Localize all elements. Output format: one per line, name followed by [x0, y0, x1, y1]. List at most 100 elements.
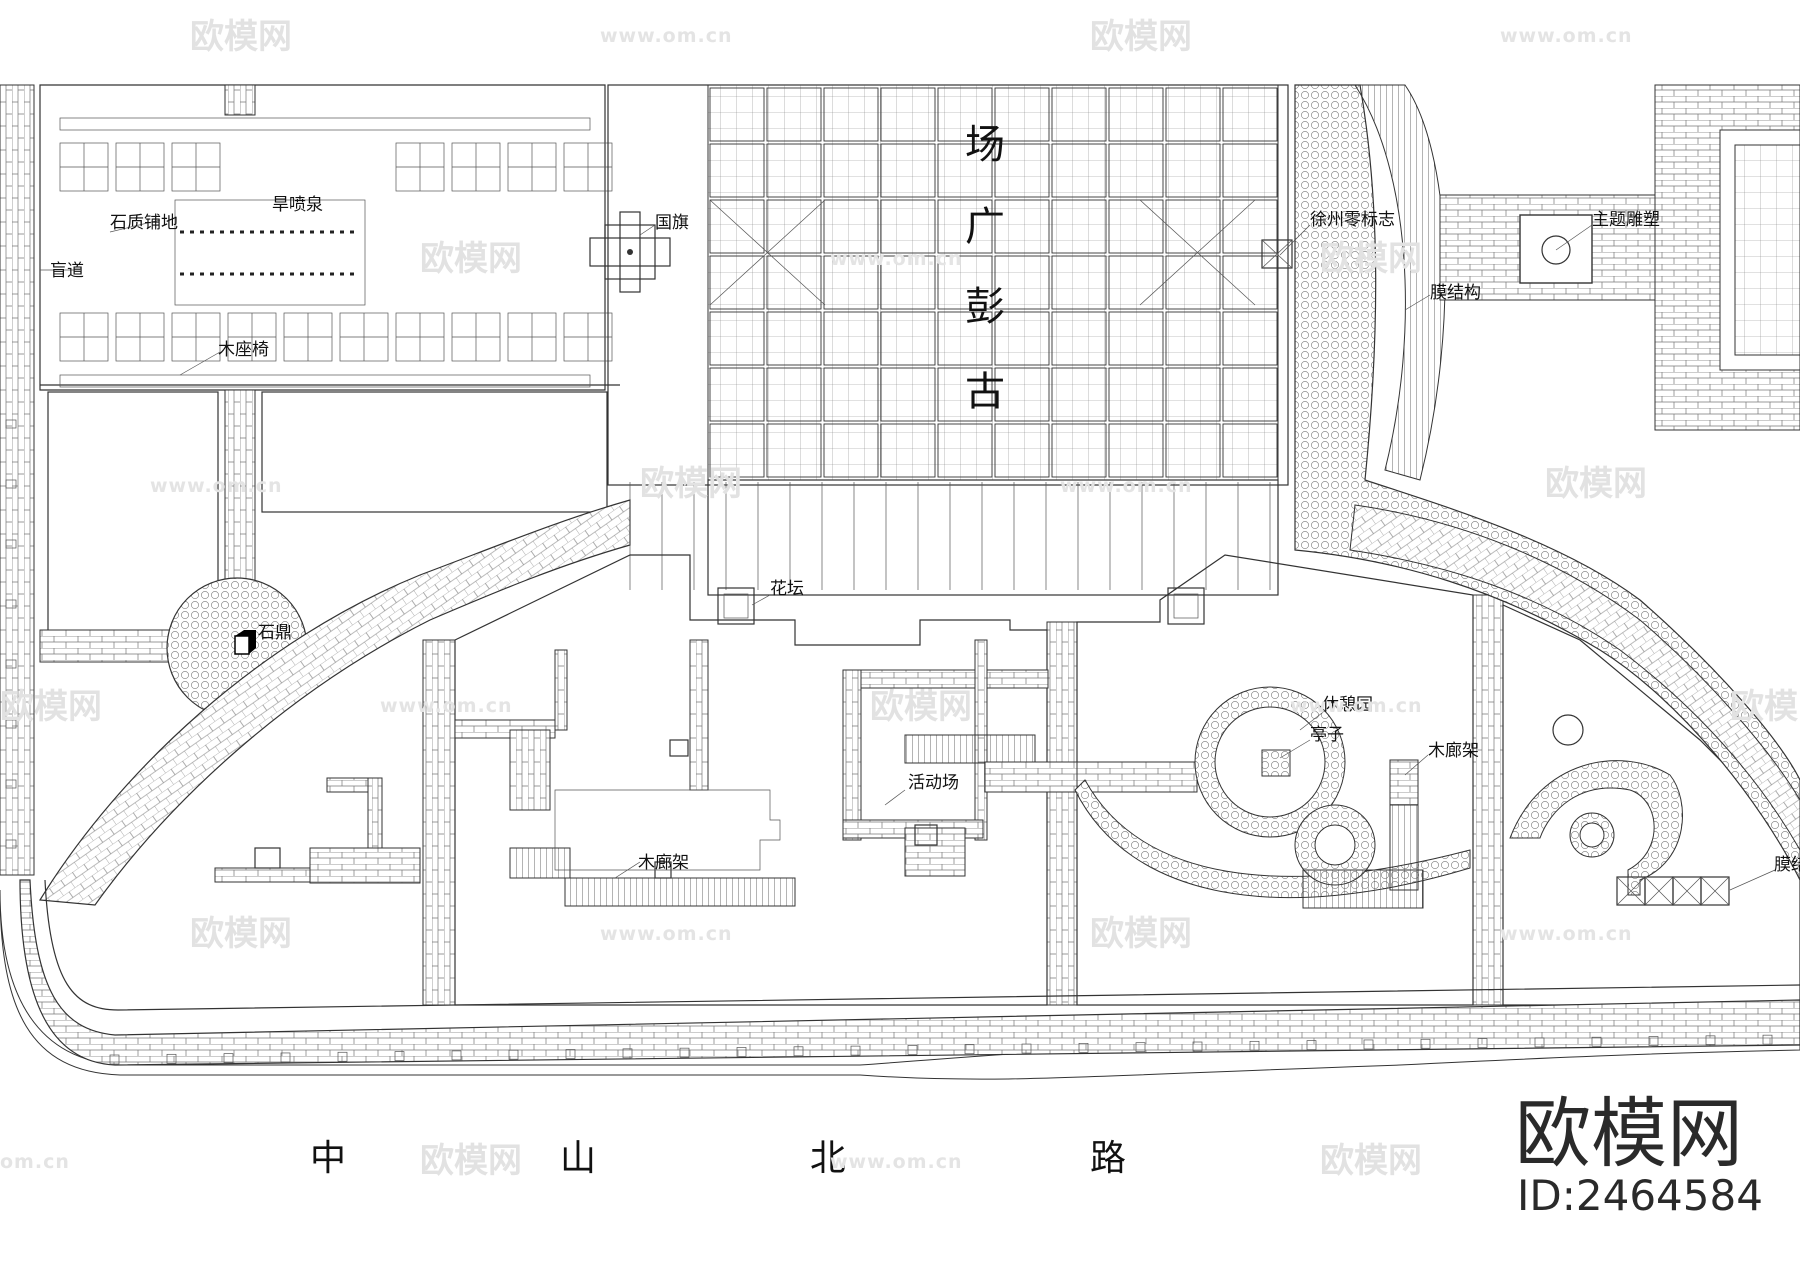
curb-marker: [1363, 1039, 1374, 1050]
left-blind-path-strip: [0, 84, 35, 876]
curb-marker: [1477, 1038, 1488, 1048]
plaza-paving-block: [766, 367, 822, 422]
label-activity-area: 活动场: [908, 773, 959, 793]
plaza-paving-block: [1222, 199, 1278, 254]
curb-marker: [1135, 1042, 1146, 1053]
road-char-4: 路: [1090, 1138, 1126, 1179]
plaza-paving-block: [1222, 255, 1278, 310]
watermark-url: www.om.cn: [1060, 475, 1193, 497]
watermark-url-partial: om.cn: [0, 1151, 70, 1173]
brand-id-text: ID:2464584: [1517, 1171, 1763, 1220]
watermark-url: www.om.cn: [600, 923, 733, 945]
curb-marker: [166, 1053, 177, 1064]
label-theme-sculpture: 主题雕塑: [1592, 210, 1660, 230]
plaza-paving-block: [1165, 87, 1221, 142]
label-stone-ding: 石鼎: [258, 623, 292, 643]
curb-marker: [394, 1051, 405, 1061]
label-flag: 国旗: [655, 213, 689, 233]
road-name: 中 山 北 路: [310, 1138, 1126, 1179]
plaza-paving-block: [766, 143, 822, 198]
watermark-brand: 欧模网: [1090, 17, 1192, 57]
curb-markers: [109, 1034, 1773, 1065]
curb-marker: [1306, 1040, 1317, 1050]
plaza-paving-block: [880, 423, 936, 478]
curb-marker: [679, 1047, 690, 1058]
plaza-paving-block: [709, 87, 765, 142]
label-xuzhou-zero: 徐州零标志: [1310, 210, 1395, 230]
plaza-paving-block: [709, 311, 765, 366]
plaza-paving-block: [937, 143, 993, 198]
plaza-paving-block: [766, 255, 822, 310]
plaza-paving-block: [823, 199, 879, 254]
watermark-brand: 欧模网: [640, 464, 742, 504]
plaza-paving-block: [994, 143, 1050, 198]
watermark-brand: 欧模网: [420, 1141, 522, 1181]
watermark-url: www.om.cn: [830, 1151, 963, 1173]
top-left-terrace: [39, 84, 620, 586]
label-stone-paving: 石质铺地: [110, 213, 178, 233]
plaza-title: 场 广 彭 古: [965, 122, 1005, 415]
walkway-vertical-3: [1472, 594, 1504, 1006]
plaza-paving-block: [937, 199, 993, 254]
plaza-paving-block: [880, 367, 936, 422]
xuzhou-zero-marker: [1261, 239, 1293, 269]
cross-path: [39, 629, 186, 663]
paving-window: [115, 312, 165, 362]
stone-ding-icon: [234, 630, 256, 655]
curb-marker: [1420, 1038, 1431, 1049]
plaza-paving-block: [994, 255, 1050, 310]
label-rest-garden: 休憩园: [1322, 695, 1373, 715]
plaza-paving-block: [994, 199, 1050, 254]
plaza-paving-block: [1051, 199, 1107, 254]
brand-logo-text: 欧模网: [1515, 1089, 1743, 1178]
watermark-brand: 欧模网: [1320, 1141, 1422, 1181]
curb-marker: [508, 1049, 519, 1060]
paving-window: [171, 312, 221, 362]
plaza-paving-block: [1222, 367, 1278, 422]
curb-marker: [1762, 1034, 1773, 1045]
label-wood-pergola-1: 木廊架: [638, 853, 689, 873]
plaza-paving-block: [823, 367, 879, 422]
paving-window: [339, 312, 389, 362]
plaza-paving-block: [1108, 423, 1164, 478]
paving-window: [227, 312, 277, 362]
plaza-paving-block: [880, 311, 936, 366]
road-char-1: 中: [310, 1138, 346, 1179]
watermark-brand: 欧模网: [1320, 239, 1422, 279]
bench-row-top: [59, 117, 591, 388]
diagonal-walkway: [38, 499, 631, 906]
label-membrane-2: 膜结构: [1774, 855, 1800, 875]
spiral-garden: [1509, 714, 1730, 906]
plaza-paving-block: [823, 311, 879, 366]
lawn-left-2: [261, 391, 608, 513]
plaza-paving-block: [709, 255, 765, 310]
paving-window: [563, 312, 613, 362]
plaza-paving-block: [1051, 311, 1107, 366]
watermark-brand: 欧模网: [190, 17, 292, 57]
plaza-paving-block: [1222, 87, 1278, 142]
watermark-url: www.om.cn: [1500, 923, 1633, 945]
right-garden-outline: [1076, 554, 1474, 1006]
flag-platform: [589, 211, 671, 293]
membrane-structure-arc: [1354, 84, 1446, 481]
plaza-title-char-3: 彭: [965, 284, 1005, 330]
watermark-brand: 欧模网: [1545, 464, 1647, 504]
membrane-structure-units: [1616, 876, 1730, 906]
label-wood-bench: 木座椅: [218, 340, 269, 360]
plaza-paving-block: [937, 87, 993, 142]
paving-window: [59, 142, 109, 192]
curb-marker: [1192, 1041, 1203, 1052]
curb-marker: [1021, 1043, 1032, 1054]
curb-marker: [451, 1050, 462, 1061]
plaza-paving-block: [1222, 143, 1278, 198]
plaza-paving-block: [823, 255, 879, 310]
plaza-paving-block: [823, 87, 879, 142]
paving-window: [171, 142, 221, 192]
left-strip-markers: [5, 419, 17, 849]
plaza-paving-block: [1165, 423, 1221, 478]
watermark-url: www.om.cn: [1500, 25, 1633, 47]
watermark-brand: 欧模网: [870, 687, 972, 727]
watermark-url: www.om.cn: [150, 475, 283, 497]
plaza-paving-block: [994, 311, 1050, 366]
plaza-paving-block: [994, 423, 1050, 478]
